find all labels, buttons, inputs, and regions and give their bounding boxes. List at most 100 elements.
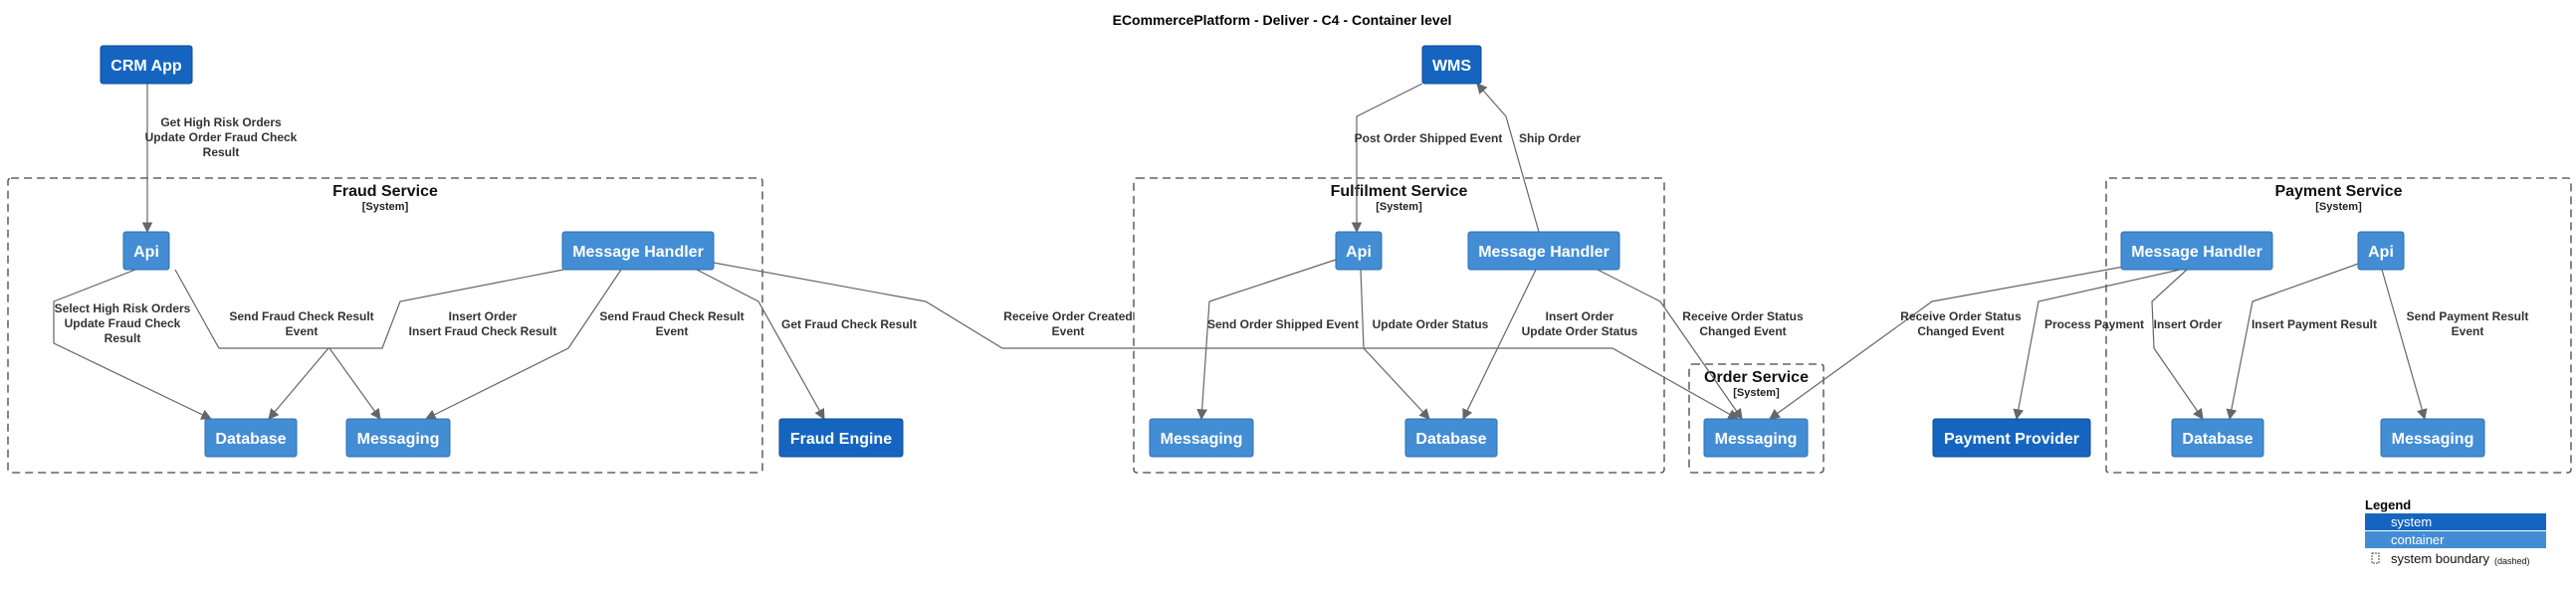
node-pay-api[interactable]: Api [2357,231,2405,271]
container-box[interactable] [1703,418,1809,458]
node-ful-msg[interactable]: Messaging [1149,418,1254,458]
diagram-title: ECommercePlatform - Deliver - C4 - Conta… [1113,12,1452,28]
container-box[interactable] [122,231,170,271]
boundary-type: [System] [2315,201,2362,213]
relation-line [1462,269,1537,420]
legend-boundary-icon [2371,552,2380,564]
relation-line [1196,259,1337,421]
container-box[interactable] [2380,418,2485,458]
boundary-title: Order Service [1704,369,1809,386]
container-box[interactable] [204,418,298,458]
container-box[interactable] [2357,231,2405,271]
node-ful-api[interactable]: Api [1335,231,1383,271]
node-payment-provider[interactable]: Payment Provider [1932,418,2091,458]
relation-line [1476,83,1540,233]
boundary-fraud: Fraud Service[System] [7,177,763,474]
relation-wms-to-ful_api: Post Order Shipped Event [1351,83,1503,234]
node-label: Database [215,431,286,448]
boundary-type: [System] [362,201,409,213]
node-fraud-msg[interactable]: Messaging [345,418,451,458]
node-label: Messaging [1715,431,1798,448]
relation-label: Insert Order [2154,317,2223,331]
relation-line [2226,261,2365,421]
boundary-title: Payment Service [2274,183,2402,200]
container-box[interactable] [561,231,715,271]
node-label: Database [1415,431,1486,448]
container-box[interactable] [2171,418,2264,458]
node-label: Payment Provider [1944,431,2079,448]
node-label: Messaging [357,431,440,448]
relation-label: Ship Order [1519,131,1581,145]
relation-line [1769,265,2130,420]
relation-label: Post Order Shipped Event [1355,131,1503,145]
node-crm[interactable]: CRM App [100,45,193,85]
node-order-msg[interactable]: Messaging [1703,418,1809,458]
node-fraud-db[interactable]: Database [204,418,298,458]
node-pay-msg[interactable]: Messaging [2380,418,2485,458]
node-label: CRM App [110,58,182,75]
legend-title: Legend [2365,497,2411,512]
node-label: Message Handler [1478,244,1610,261]
relation-pay_mh-to-payment_provider: Process Payment [2013,269,2181,421]
relation-ful_api-to-ful_msg: Send Order Shipped Event [1196,259,1359,421]
legend-container-swatch [2365,531,2546,548]
boundary-frame [1688,363,1825,474]
boundary-frame [7,177,763,474]
node-ful-mh[interactable]: Message Handler [1467,231,1620,271]
relation-line [425,269,622,420]
node-wms[interactable]: WMS [1421,45,1482,85]
boundary-frame [2105,177,2572,474]
relation-label: Insert Payment Result [2252,317,2377,331]
container-box[interactable] [1149,418,1254,458]
container-box[interactable] [345,418,451,458]
relation-pay_mh-to-pay_db: Insert Order [2151,269,2223,420]
node-fraud-mh[interactable]: Message Handler [561,231,715,271]
node-label: Messaging [1161,431,1243,448]
relation-line [1597,269,1743,420]
boundary-payment: Payment Service[System] [2105,177,2572,474]
container-box[interactable] [1404,418,1498,458]
relation-line [53,269,212,420]
boundary-frame [1133,177,1665,474]
container-box[interactable] [1335,231,1383,271]
node-label: Database [2182,431,2253,448]
node-label: WMS [1432,58,1471,75]
node-label: Message Handler [572,244,704,261]
node-fraud-api[interactable]: Api [122,231,170,271]
container-box[interactable] [1467,231,1620,271]
system-box[interactable] [100,45,193,85]
container-box[interactable] [2120,231,2273,271]
node-ful-db[interactable]: Database [1404,418,1498,458]
relation-line [696,269,825,420]
system-box[interactable] [1932,418,2091,458]
system-box[interactable] [1421,45,1482,85]
legend-boundary-label: system boundary [2391,551,2489,566]
node-pay-db[interactable]: Database [2171,418,2264,458]
node-label: Message Handler [2131,244,2262,261]
node-label: Messaging [2392,431,2474,448]
legend: Legend system container system boundary … [2365,497,2546,566]
relation-line [1360,269,1430,420]
node-pay-mh[interactable]: Message Handler [2120,231,2273,271]
system-box[interactable] [778,418,904,458]
relation-label: Process Payment [2044,317,2144,331]
relation-line [2013,269,2181,421]
relation-fraud_mh-to-fraud_engine: Get Fraud Check Result [696,269,917,420]
node-fraud-engine[interactable]: Fraud Engine [778,418,904,458]
legend-container-label: container [2391,532,2445,547]
